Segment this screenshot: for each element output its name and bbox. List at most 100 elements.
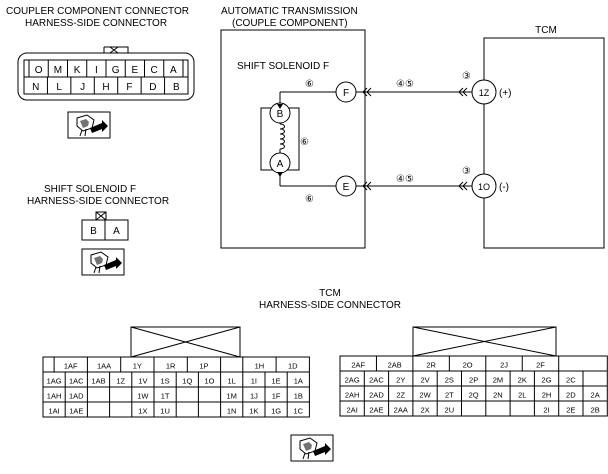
tcm-conn-pin-2j: 2J bbox=[500, 361, 508, 370]
coupler-pin-c: C bbox=[151, 65, 158, 76]
tcm-conn-pin-2p: 2P bbox=[469, 376, 478, 385]
tcm-conn-pin-1g: 1G bbox=[271, 407, 281, 416]
tcm-conn-pin-1ac: 1AC bbox=[69, 377, 84, 386]
tcm-conn-pin-2v: 2V bbox=[420, 376, 429, 385]
coupler-pin-f: F bbox=[126, 82, 132, 93]
coupler-title-line2: HARNESS-SIDE CONNECTOR bbox=[25, 18, 167, 29]
coupler-pin-n: N bbox=[32, 82, 39, 93]
tcm-conn-pin-1q: 1Q bbox=[182, 377, 192, 386]
tcm-conn-pin-2ae: 2AE bbox=[369, 406, 383, 415]
tcm-conn-title-line2: HARNESS-SIDE CONNECTOR bbox=[259, 300, 401, 311]
tcm-conn-pin-2f: 2F bbox=[536, 361, 545, 370]
tcm-conn-pin-2ac: 2AC bbox=[369, 376, 384, 385]
tcm-conn-pin-2z: 2Z bbox=[396, 391, 405, 400]
at-title-line2: (COUPLE COMPONENT) bbox=[232, 18, 348, 29]
tcm-conn-pin-2ah: 2AH bbox=[345, 391, 360, 400]
tcm-conn-pin-2b: 2B bbox=[591, 406, 600, 415]
tcm-conn-pin-1t: 1T bbox=[161, 392, 170, 401]
coupler-pin-k: K bbox=[74, 65, 81, 76]
wire-6-bottom: ⑥ bbox=[305, 194, 314, 205]
tcm-conn-pin-1ab: 1AB bbox=[91, 377, 105, 386]
tcm-conn-pin-2af: 2AF bbox=[351, 361, 365, 370]
wire-bottom bbox=[356, 181, 472, 191]
tcm-conn-pin-1d: 1D bbox=[288, 362, 298, 371]
wire-6-top: ⑥ bbox=[305, 79, 314, 90]
node-a-label: A bbox=[277, 159, 284, 170]
tcm-pin-1z bbox=[471, 79, 497, 105]
tcm-conn-pin-1w: 1W bbox=[137, 392, 149, 401]
tcm-conn-pin-1ah: 1AH bbox=[47, 392, 62, 401]
tcm-conn-pin-1o: 1O bbox=[204, 377, 214, 386]
tcm-pin-1z-label: 1Z bbox=[479, 88, 490, 98]
tcm-conn-pin-1k: 1K bbox=[249, 407, 258, 416]
shift-conn-pin-a: A bbox=[113, 226, 120, 237]
coupler-pin-a: A bbox=[170, 65, 177, 76]
at-title-line1: AUTOMATIC TRANSMISSION bbox=[221, 6, 358, 17]
coupler-title-line1: COUPLER COMPONENT CONNECTOR bbox=[6, 6, 189, 17]
tcm-conn-pin-1f: 1F bbox=[272, 392, 281, 401]
shift-solenoid-connector: B A bbox=[81, 211, 129, 241]
tcm-conn-pin-2s: 2S bbox=[445, 376, 454, 385]
tcm-minus: (-) bbox=[499, 182, 509, 193]
tcm-conn-title-line1: TCM bbox=[319, 288, 341, 299]
tcm-pin-1o-label: 1O bbox=[478, 182, 490, 192]
wire-3-bottom: ③ bbox=[462, 166, 471, 177]
tcm-conn-pin-1aa: 1AA bbox=[97, 362, 111, 371]
coupler-plug-icon bbox=[67, 111, 111, 139]
tcm-conn-pin-2e: 2E bbox=[566, 406, 575, 415]
tcm-conn-pin-1u: 1U bbox=[160, 407, 170, 416]
shift-conn-title-line2: HARNESS-SIDE CONNECTOR bbox=[27, 196, 169, 207]
tcm-conn-pin-2l: 2L bbox=[518, 391, 526, 400]
tcm-box bbox=[483, 37, 605, 249]
tcm-conn-pin-1j: 1J bbox=[250, 392, 258, 401]
coupler-pin-e: E bbox=[132, 65, 139, 76]
coupler-pin-h: H bbox=[102, 82, 109, 93]
tcm-conn-pin-1i: 1I bbox=[251, 377, 257, 386]
node-e-label: E bbox=[343, 182, 350, 193]
tcm-conn-pin-1ag: 1AG bbox=[47, 377, 62, 386]
tcm-conn-pin-2aa: 2AA bbox=[394, 406, 408, 415]
tcm-conn-pin-2a: 2A bbox=[591, 391, 600, 400]
tcm-conn-pin-1ad: 1AD bbox=[69, 392, 84, 401]
tcm-conn-pin-1m: 1M bbox=[226, 392, 236, 401]
tcm-conn-pin-2n: 2N bbox=[493, 391, 503, 400]
tcm-label: TCM bbox=[535, 25, 557, 36]
tcm-conn-pin-2g: 2G bbox=[542, 376, 552, 385]
tcm-conn-pin-1af: 1AF bbox=[64, 362, 78, 371]
tcm-conn-pin-2m: 2M bbox=[493, 376, 503, 385]
tcm-conn-pin-2t: 2T bbox=[445, 391, 454, 400]
at-box bbox=[220, 29, 366, 249]
tcm-conn-pin-2ad: 2AD bbox=[369, 391, 384, 400]
tcm-conn-pin-1ae: 1AE bbox=[69, 407, 83, 416]
tcm-conn-pin-1z: 1Z bbox=[116, 377, 125, 386]
wire-6-mid: ⑥ bbox=[300, 137, 309, 148]
wire-45-top: ④⑤ bbox=[396, 79, 414, 90]
tcm-conn-pin-1n: 1N bbox=[227, 407, 237, 416]
coupler-pin-b: B bbox=[173, 82, 180, 93]
tcm-conn-pin-1e: 1E bbox=[272, 377, 281, 386]
tcm-conn-pin-1l: 1L bbox=[228, 377, 236, 386]
wire-top bbox=[356, 87, 472, 97]
tcm-conn-pin-2y: 2Y bbox=[396, 376, 405, 385]
coupler-pin-g: G bbox=[112, 65, 120, 76]
coupler-pin-l: L bbox=[56, 82, 62, 93]
tcm-conn-pin-2k: 2K bbox=[518, 376, 527, 385]
tcm-conn-pin-2r: 2R bbox=[426, 361, 436, 370]
tcm-conn-pin-2h: 2H bbox=[542, 391, 552, 400]
shift-conn-plug-icon bbox=[81, 248, 125, 276]
node-b-label: B bbox=[277, 109, 284, 120]
coupler-pin-j: J bbox=[80, 82, 85, 93]
tcm-conn-pin-2o: 2O bbox=[463, 361, 473, 370]
wire-3-top: ③ bbox=[462, 71, 471, 82]
shift-conn-pin-b: B bbox=[90, 226, 97, 237]
tcm-conn-pin-2ai: 2AI bbox=[347, 406, 358, 415]
node-f-label: F bbox=[343, 88, 349, 99]
coupler-pin-m: M bbox=[54, 65, 62, 76]
tcm-conn-pin-1a: 1A bbox=[294, 377, 303, 386]
tcm-conn-pin-1y: 1Y bbox=[133, 362, 142, 371]
tcm-pin-1o bbox=[471, 173, 497, 199]
